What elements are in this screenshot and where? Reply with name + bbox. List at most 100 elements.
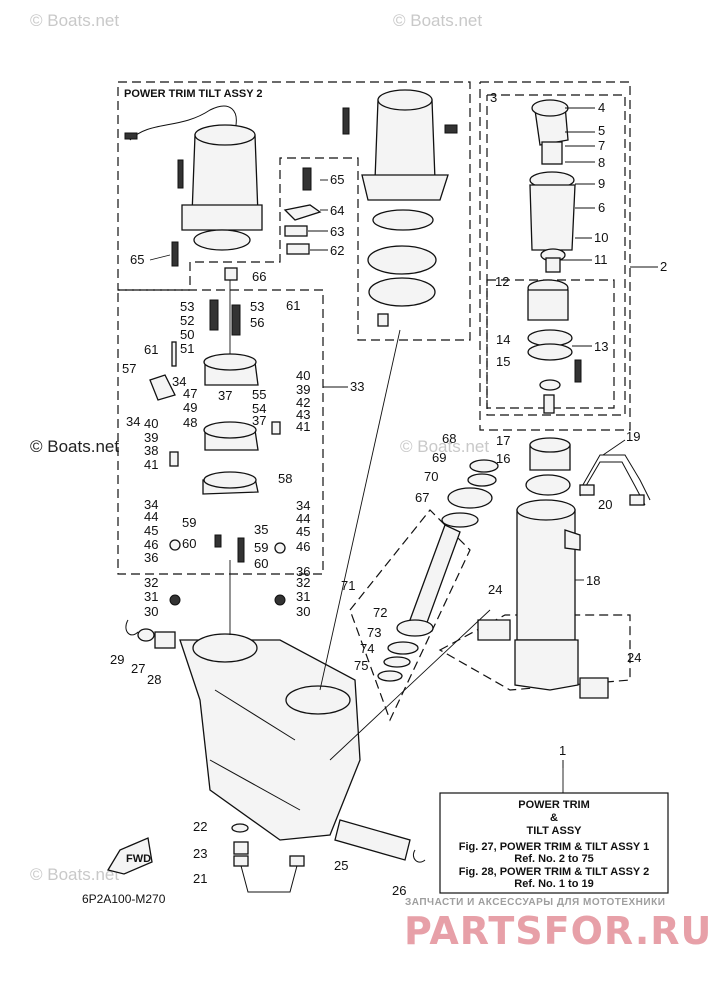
callout-13: 13	[594, 339, 608, 354]
callout-39-right: 39	[296, 382, 310, 397]
watermark-bottom-left: © Boats.net	[30, 865, 119, 884]
callout-75: 75	[354, 658, 368, 673]
site-logo: PARTSFOR.RU	[404, 909, 712, 953]
callout-35: 35	[254, 522, 268, 537]
callout-37-b: 37	[252, 413, 266, 428]
title-line3: TILT ASSY	[527, 825, 583, 837]
callout-72: 72	[373, 605, 387, 620]
leader-main-hose	[319, 329, 401, 691]
callout-56: 56	[250, 315, 264, 330]
callout-36-left: 36	[144, 550, 158, 565]
title-box: POWER TRIM & TILT ASSY Fig. 27, POWER TR…	[439, 760, 669, 894]
callout-24-right: 24	[627, 650, 641, 665]
callout-34-b: 34	[126, 414, 140, 429]
callout-46-left: 46	[144, 537, 158, 552]
callout-33: 33	[350, 379, 364, 394]
callout-74: 74	[360, 641, 374, 656]
callout-55: 55	[252, 387, 266, 402]
diagram-code: 6P2A100-M270	[82, 892, 166, 906]
fwd-label: FWD	[126, 853, 151, 865]
callout-10: 10	[594, 230, 608, 245]
callout-46-right: 46	[296, 539, 310, 554]
callout-44-right: 44	[296, 511, 310, 526]
callout-4: 4	[598, 100, 605, 115]
trim-motor-left	[124, 105, 263, 251]
callout-12: 12	[495, 274, 509, 289]
leader-mount	[329, 609, 491, 761]
callout-19: 19	[626, 429, 640, 444]
callout-8: 8	[598, 155, 605, 170]
callout-31-left: 31	[144, 589, 158, 604]
callout-64: 64	[330, 203, 344, 218]
callout-7: 7	[598, 138, 605, 153]
callout-24-left: 24	[488, 582, 502, 597]
callout-41-right: 41	[296, 419, 310, 434]
callout-26: 26	[392, 883, 406, 898]
callout-58: 58	[278, 471, 292, 486]
callout-45-left: 45	[144, 523, 158, 538]
callout-32-left: 32	[144, 575, 158, 590]
callout-15: 15	[496, 354, 510, 369]
callout-30-right: 30	[296, 604, 310, 619]
free-piston-group	[377, 459, 499, 682]
callout-60-right: 60	[254, 556, 268, 571]
title-line1: POWER TRIM	[518, 799, 590, 811]
callout-30-left: 30	[144, 604, 158, 619]
callout-21: 21	[193, 871, 207, 886]
callout-leaders	[149, 107, 658, 768]
reservoir-parts	[171, 167, 322, 281]
callout-18: 18	[586, 573, 600, 588]
callout-42: 42	[296, 395, 310, 410]
watermark-mid-left: © Boats.net	[30, 437, 119, 456]
callout-62: 62	[330, 243, 344, 258]
title-line7: Ref. No. 1 to 19	[514, 878, 593, 890]
callout-44-left: 44	[144, 509, 158, 524]
callout-48: 48	[183, 415, 197, 430]
callout-47: 47	[183, 386, 197, 401]
group-box-valve-body	[117, 289, 324, 575]
callout-59-left: 59	[182, 515, 196, 530]
callout-70: 70	[424, 469, 438, 484]
title-line4: Fig. 27, POWER TRIM & TILT ASSY 1	[459, 841, 649, 853]
callout-5: 5	[598, 123, 605, 138]
title-line2: &	[550, 812, 558, 824]
title-line5: Ref. No. 2 to 75	[514, 853, 593, 865]
callout-20: 20	[598, 497, 612, 512]
callout-40-right: 40	[296, 368, 310, 383]
callout-34-c: 34	[144, 497, 158, 512]
callout-41-left: 41	[144, 457, 158, 472]
callout-65-left: 65	[130, 252, 144, 267]
callout-6: 6	[598, 200, 605, 215]
callout-1: 1	[559, 743, 566, 758]
callout-53-left: 53	[180, 299, 194, 314]
callout-11: 11	[594, 252, 608, 267]
trim-motor-right	[342, 89, 458, 327]
callout-65-right: 65	[330, 172, 344, 187]
callout-71: 71	[341, 578, 355, 593]
tilt-cylinder	[477, 99, 651, 699]
fwd-arrow: FWD	[106, 837, 153, 875]
callout-2: 2	[660, 259, 667, 274]
callout-49: 49	[183, 400, 197, 415]
group-box-free-piston	[349, 509, 471, 722]
group-box-tilt-assy-2	[117, 81, 471, 341]
watermark-top-left: © Boats.net	[30, 11, 119, 30]
callout-59-right: 59	[254, 540, 268, 555]
callout-39-left: 39	[144, 430, 158, 445]
callout-50: 50	[180, 327, 194, 342]
watermark-mid-center: © Boats.net	[400, 437, 489, 456]
valve-body-stack	[149, 280, 286, 606]
callout-54: 54	[252, 401, 266, 416]
watermark-top-right: © Boats.net	[393, 11, 482, 30]
assembly-header: POWER TRIM TILT ASSY 2	[124, 88, 263, 100]
callout-52: 52	[180, 313, 194, 328]
callout-68: 68	[442, 431, 456, 446]
callout-28: 28	[147, 672, 161, 687]
callout-43: 43	[296, 407, 310, 422]
callout-66: 66	[252, 269, 266, 284]
callout-17: 17	[496, 433, 510, 448]
callout-67: 67	[415, 490, 429, 505]
callout-9: 9	[598, 176, 605, 191]
callout-36-right: 36	[296, 564, 310, 579]
